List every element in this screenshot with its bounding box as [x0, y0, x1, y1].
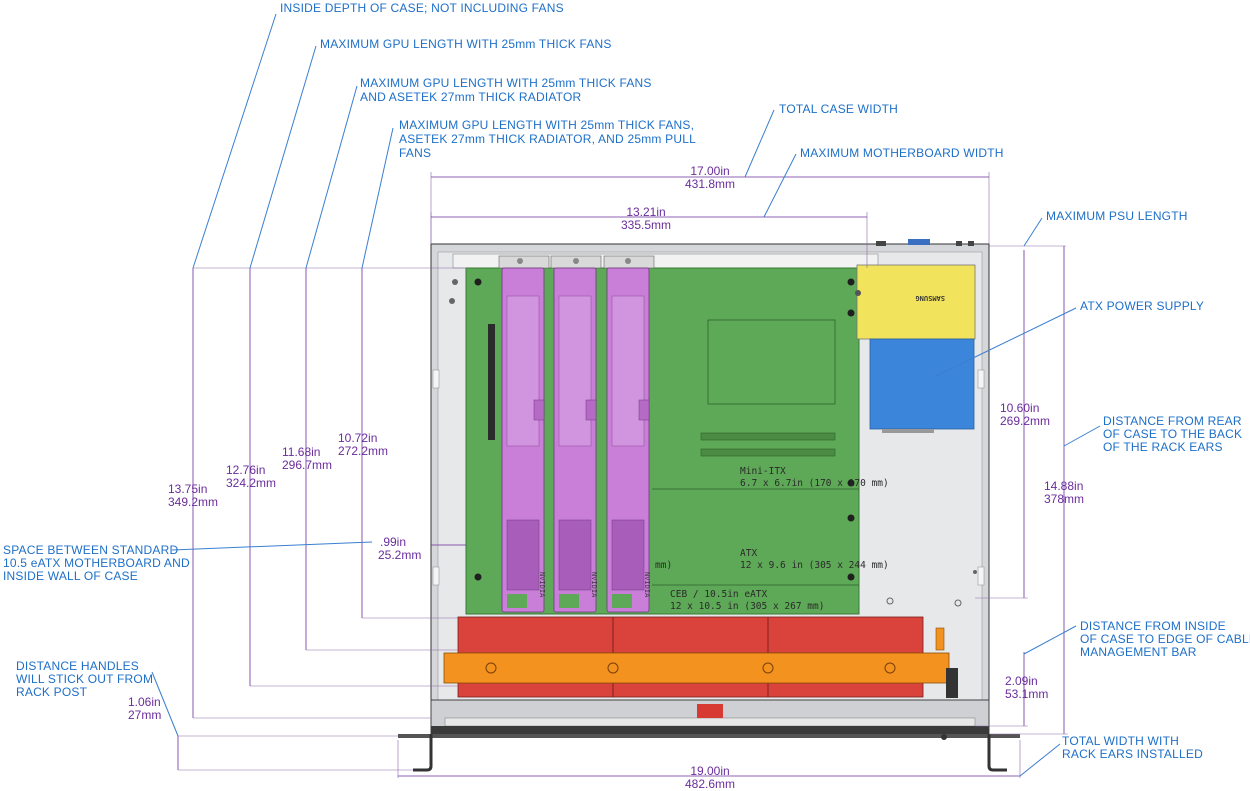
callout-atx-psu: ATX POWER SUPPLY: [1080, 299, 1204, 313]
ceb-size-label: 12 x 10.5 in (305 x 267 mm): [670, 601, 824, 612]
dim-gpurad-in: 11.68in: [282, 445, 320, 459]
dim-depth-mm: 349.2mm: [168, 495, 218, 509]
dim-space-mm: 25.2mm: [378, 548, 421, 562]
power-supply: SAMSUNG: [855, 264, 976, 433]
dim-cable-in: 2.09in: [1005, 674, 1038, 688]
gpu-card-1: NVIDIA: [498, 255, 550, 613]
dim-gpupull-mm: 272.2mm: [338, 444, 388, 458]
dim-cable-mm: 53.1mm: [1005, 687, 1048, 701]
callout-space-line2: 10.5 eATX MOTHERBOARD AND: [3, 556, 190, 570]
dim-rear-ears-in: 14.88in: [1044, 479, 1083, 493]
dim-gpu25-in: 12.76in: [226, 463, 265, 477]
dim-total-width-in: 17.00in: [690, 164, 729, 178]
dim-psu-mm: 269.2mm: [1000, 414, 1050, 428]
callout-width-ears-line1: TOTAL WIDTH WITH: [1062, 734, 1179, 748]
dim-handles-in: 1.06in: [128, 695, 161, 709]
callout-gpu-pull-line3: FANS: [399, 146, 431, 160]
callout-labels: INSIDE DEPTH OF CASE; NOT INCLUDING FANS…: [3, 1, 1250, 761]
callout-gpu-radiator-line2: AND ASETEK 27mm THICK RADIATOR: [360, 90, 582, 104]
callout-total-case-width: TOTAL CASE WIDTH: [779, 102, 898, 116]
callout-gpu-pull-line2: ASETEK 27mm THICK RADIATOR, AND 25mm PUL…: [399, 132, 696, 146]
callout-cable-line1: DISTANCE FROM INSIDE: [1080, 619, 1226, 633]
mm-fragment-label: mm): [655, 560, 672, 571]
dim-ears-width-mm: 482.6mm: [685, 777, 735, 791]
fan-row: [457, 616, 924, 698]
dim-depth-in: 13.75in: [168, 482, 207, 496]
dim-gpupull-in: 10.72in: [338, 431, 377, 445]
gpu-card-3: NVIDIA: [603, 255, 655, 613]
callout-handles-line3: RACK POST: [16, 685, 88, 699]
callout-gpu-pull-line1: MAXIMUM GPU LENGTH WITH 25mm THICK FANS,: [399, 118, 694, 132]
callout-max-mb-width: MAXIMUM MOTHERBOARD WIDTH: [800, 146, 1004, 160]
dim-mb-width-mm: 335.5mm: [621, 218, 671, 232]
callout-handles-line2: WILL STICK OUT FROM: [16, 672, 153, 686]
dim-handles-mm: 27mm: [128, 708, 161, 722]
callout-cable-line3: MANAGEMENT BAR: [1080, 645, 1197, 659]
mini-itx-label: Mini-ITX: [740, 466, 786, 477]
dim-total-width-mm: 431.8mm: [685, 177, 735, 191]
callout-inside-depth: INSIDE DEPTH OF CASE; NOT INCLUDING FANS: [280, 1, 564, 15]
callout-max-psu-length: MAXIMUM PSU LENGTH: [1046, 209, 1188, 223]
callout-space-line1: SPACE BETWEEN STANDARD: [3, 543, 178, 557]
gpu-brand-label-3: NVIDIA: [643, 572, 651, 598]
dim-rear-ears-mm: 378mm: [1044, 492, 1084, 506]
callout-gpu-25mm: MAXIMUM GPU LENGTH WITH 25mm THICK FANS: [320, 37, 612, 51]
dimension-labels: 17.00in 431.8mm 13.21in 335.5mm 13.75in …: [128, 164, 1084, 791]
callout-space-line3: INSIDE WALL OF CASE: [3, 569, 138, 583]
callout-rear-ears-line2: OF CASE TO THE BACK: [1103, 427, 1242, 441]
callout-handles-line1: DISTANCE HANDLES: [16, 659, 139, 673]
gpu-card-2: NVIDIA: [550, 255, 602, 613]
gpu-brand-label-2: NVIDIA: [590, 572, 598, 598]
gpu-brand-label-1: NVIDIA: [538, 572, 546, 598]
dim-space-in: .99in: [380, 535, 406, 549]
dim-ears-width-in: 19.00in: [690, 764, 729, 778]
callout-rear-ears-line3: OF THE RACK EARS: [1103, 440, 1223, 454]
leader-lines: [151, 13, 1101, 777]
callout-cable-line2: OF CASE TO EDGE OF CABLE: [1080, 632, 1250, 646]
mini-itx-size-label: 6.7 x 6.7in (170 x 170 mm): [740, 478, 889, 489]
callout-gpu-radiator-line1: MAXIMUM GPU LENGTH WITH 25mm THICK FANS: [360, 76, 652, 90]
radiator: [443, 627, 958, 698]
atx-label: ATX: [740, 548, 757, 559]
dim-mb-width-in: 13.21in: [626, 205, 665, 219]
ceb-label: CEB / 10.5in eATX: [670, 589, 768, 600]
callout-width-ears-line2: RACK EARS INSTALLED: [1062, 747, 1203, 761]
atx-size-label: 12 x 9.6 in (305 x 244 mm): [740, 560, 889, 571]
dim-gpu25-mm: 324.2mm: [226, 476, 276, 490]
psu-brand-label: SAMSUNG: [915, 294, 945, 302]
dim-gpurad-mm: 296.7mm: [282, 458, 332, 472]
callout-rear-ears-line1: DISTANCE FROM REAR: [1103, 414, 1242, 428]
dim-psu-in: 10.60in: [1000, 401, 1039, 415]
dimension-lines: [177, 172, 1068, 778]
